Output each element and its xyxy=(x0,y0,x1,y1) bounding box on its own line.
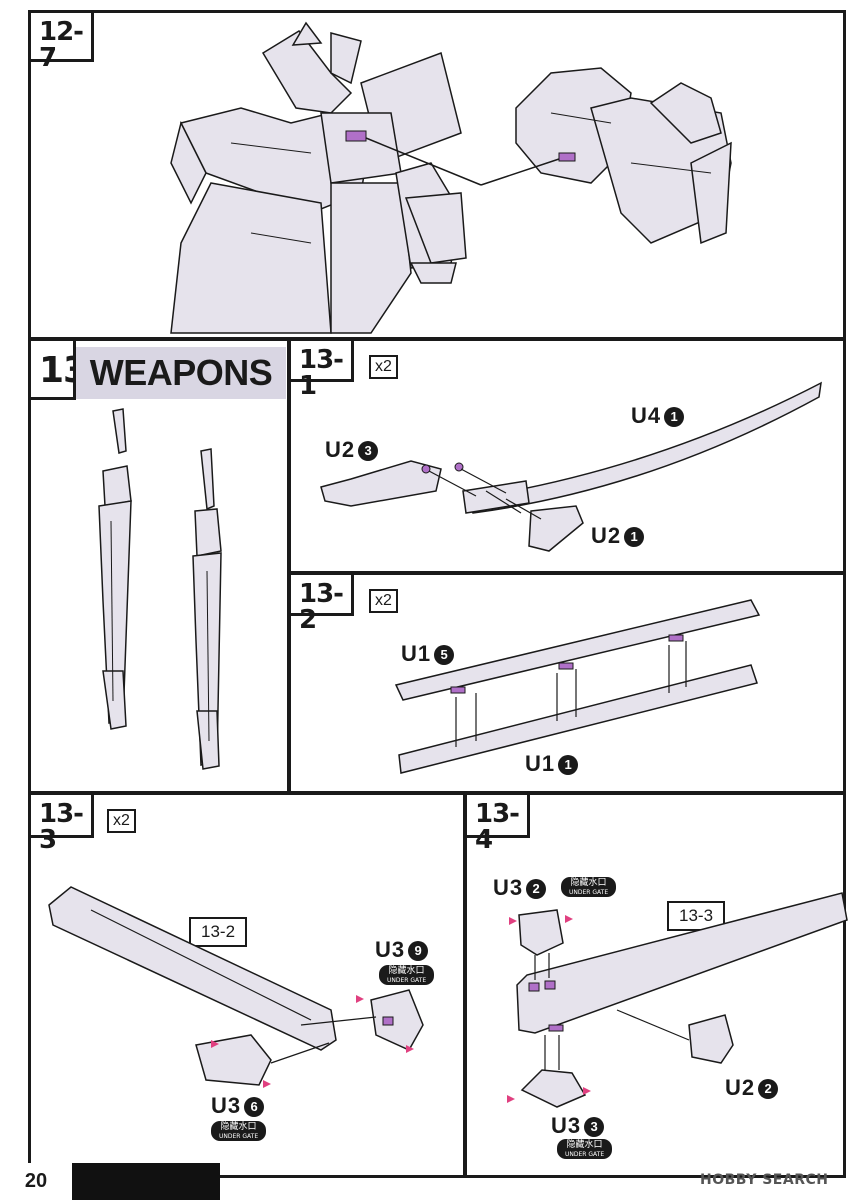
part-number-badge: 2 xyxy=(758,1079,779,1100)
step-label-13-2: 13-2 xyxy=(288,572,354,633)
part-number-badge: 5 xyxy=(434,645,455,666)
multiplier-13-3: x2 xyxy=(107,809,136,833)
scabbard-mount-illustration xyxy=(507,892,848,1108)
weapons-title: WEAPONS xyxy=(76,347,286,399)
page-number: 20 xyxy=(0,1163,72,1200)
robot-illustration xyxy=(170,21,732,334)
part-number-badge: 9 xyxy=(408,941,429,962)
scabbard-end-cap-illustration xyxy=(48,886,424,1088)
katana-assembly-illustration xyxy=(320,381,822,552)
step-label-12-7: 12-7 xyxy=(28,10,94,71)
part-number-badge: 6 xyxy=(244,1097,265,1118)
reference-box-13-3: 13-3 xyxy=(667,901,726,931)
step-label-13-4: 13-4 xyxy=(464,792,530,853)
weapons-overview-illustration xyxy=(98,408,222,770)
multiplier-13-1: x2 xyxy=(369,355,398,379)
panel-12-7: 12-7 xyxy=(28,10,846,340)
part-number-badge: 3 xyxy=(584,1117,605,1138)
part-number-badge: 2 xyxy=(526,879,547,900)
step-label-13-3: 13-3 xyxy=(28,792,94,853)
step-label-13-1: 13-1 xyxy=(288,338,354,399)
part-number-badge: 1 xyxy=(624,527,645,548)
part-number-badge: 1 xyxy=(664,407,685,428)
panel-13-weapons: 13 xyxy=(28,338,290,794)
watermark: HOBBY SEARCH xyxy=(700,1172,829,1188)
reference-box-13-2: 13-2 xyxy=(189,917,248,947)
part-number-badge: 1 xyxy=(558,755,579,776)
part-number-badge: 3 xyxy=(358,441,379,462)
multiplier-13-2: x2 xyxy=(369,589,398,613)
scabbard-assembly-illustration xyxy=(394,599,761,774)
